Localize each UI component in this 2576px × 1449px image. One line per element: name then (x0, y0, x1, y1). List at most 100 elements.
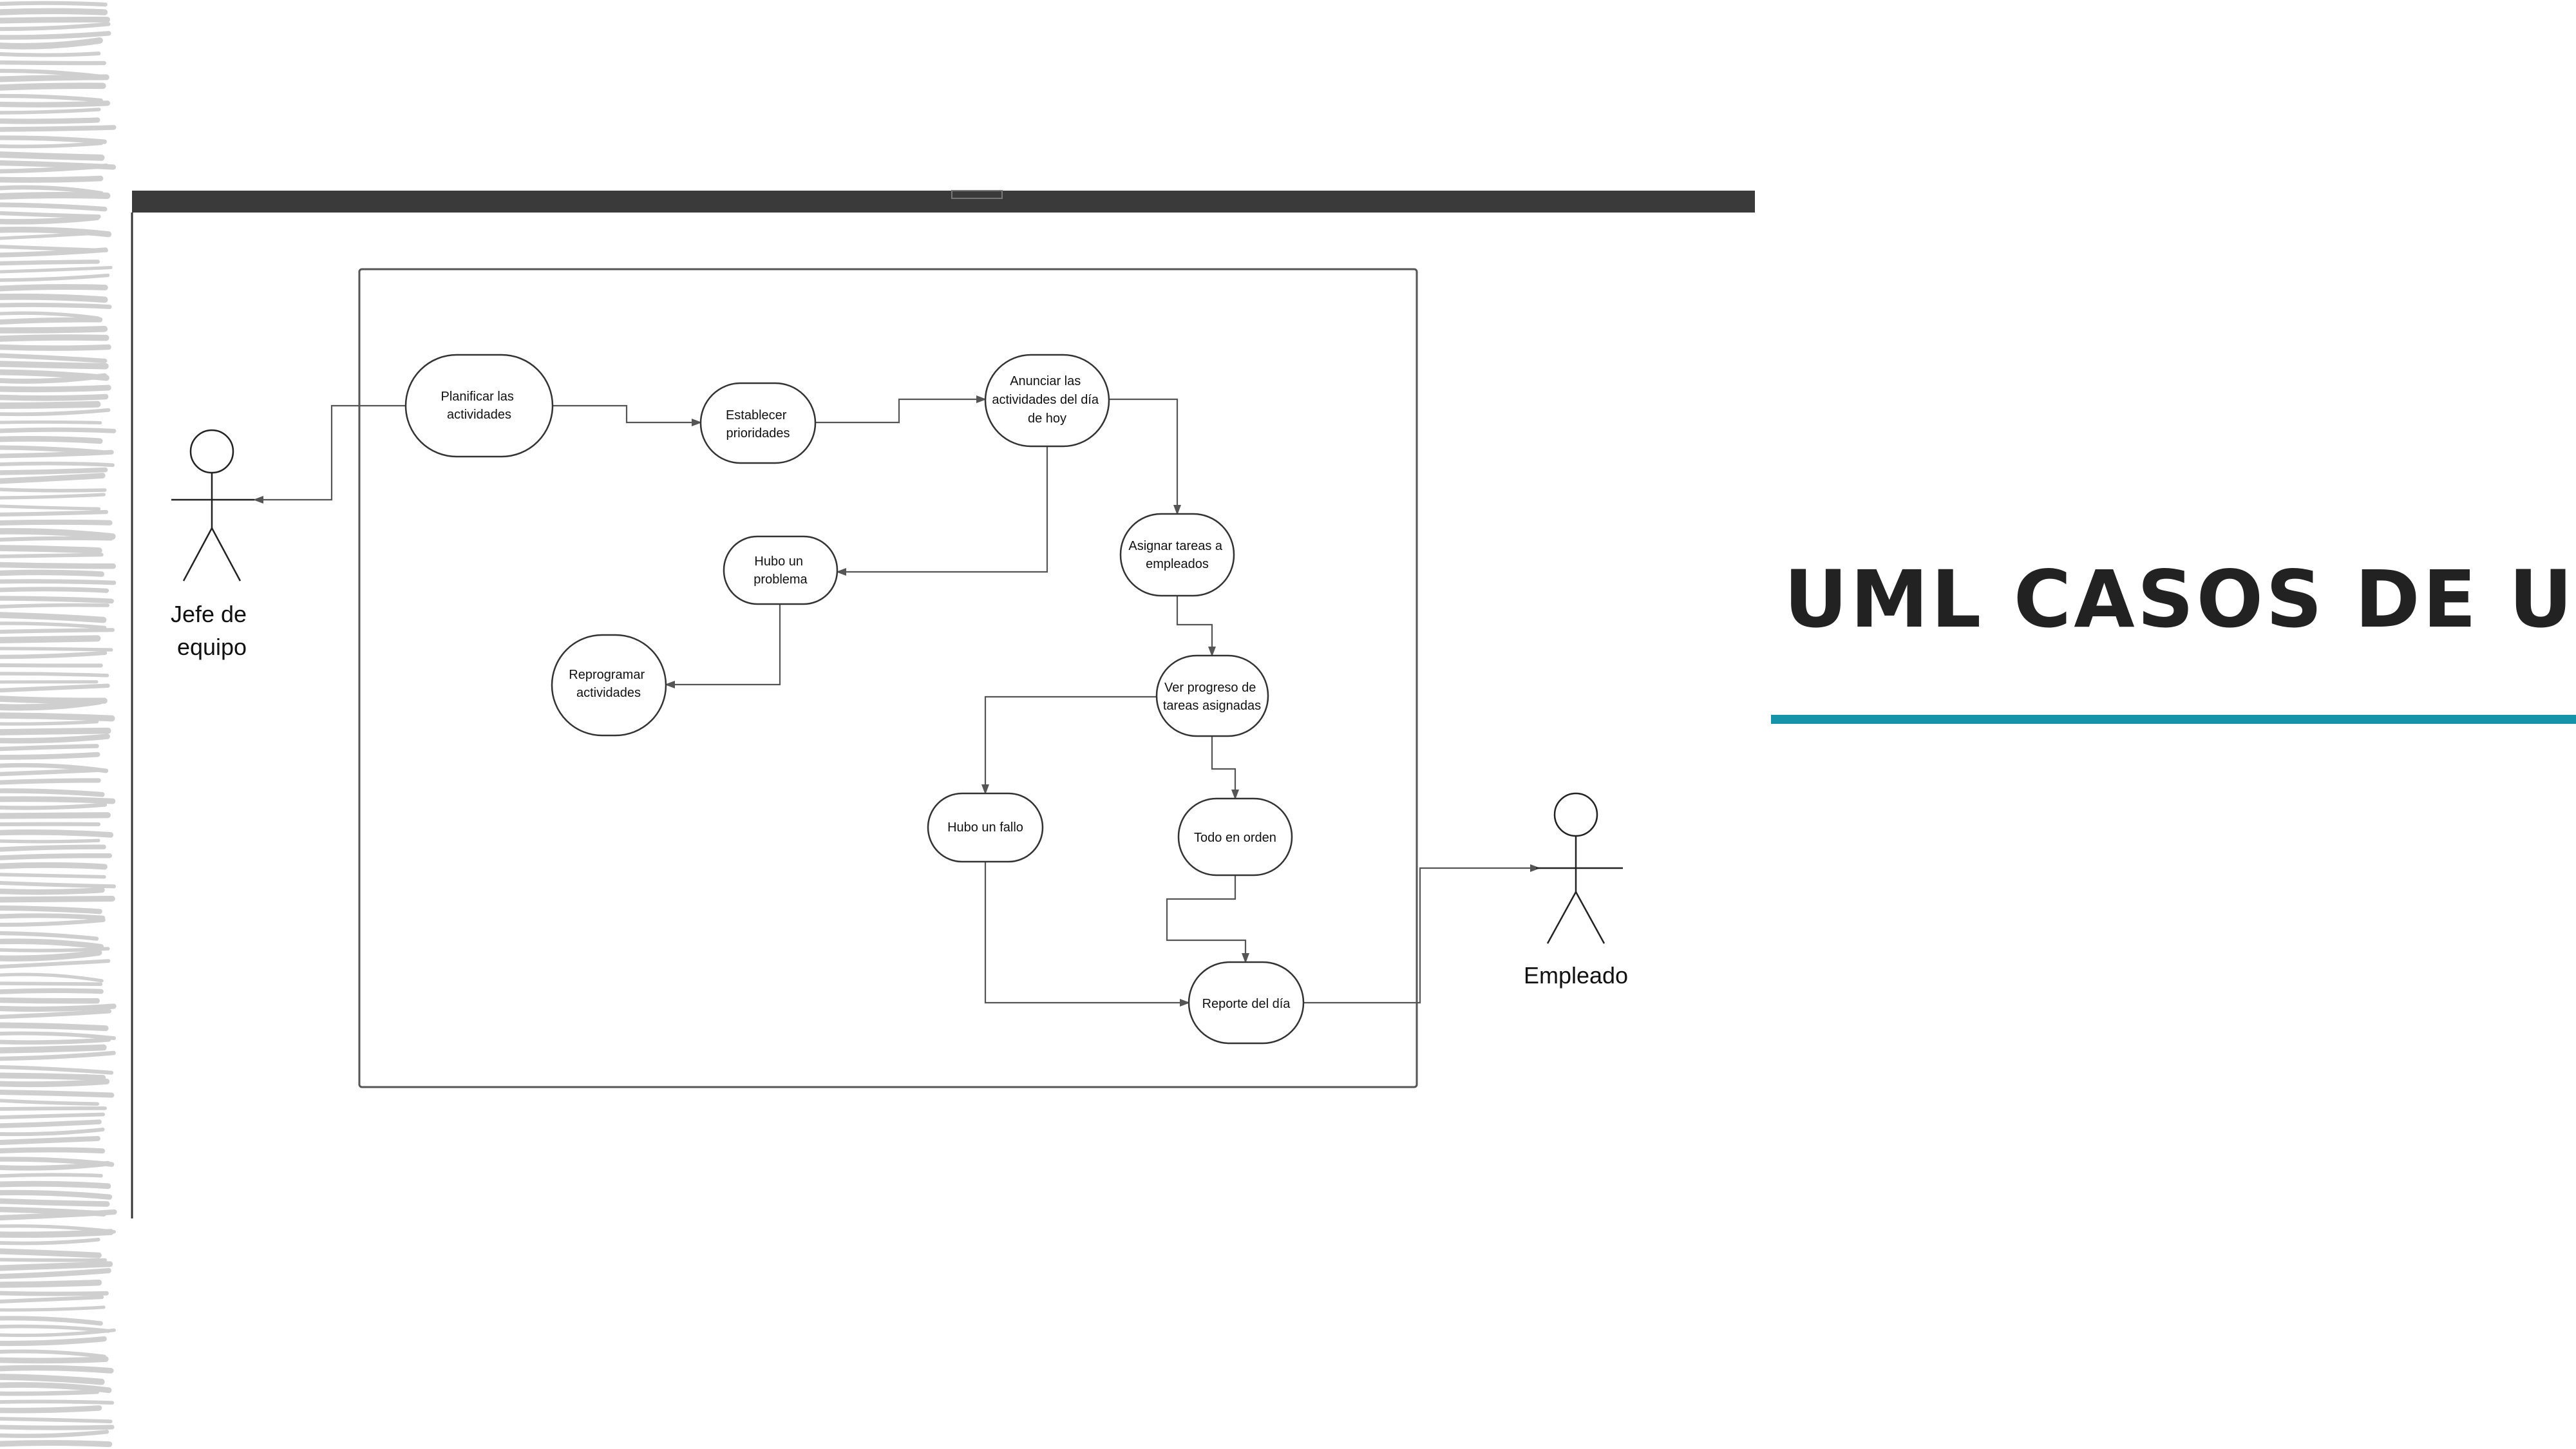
decorative-stripe (0, 22, 111, 32)
decorative-stripe (0, 82, 106, 91)
decorative-stripe (0, 768, 100, 777)
decorative-stripe (0, 788, 105, 797)
decorative-stripe (0, 151, 105, 161)
decorative-stripe (0, 202, 108, 212)
toolbar-handle (951, 190, 1003, 199)
decorative-stripe (0, 1119, 102, 1128)
decorative-stripe (0, 493, 106, 500)
decorative-stripe (0, 326, 108, 334)
decorative-stripe (0, 612, 107, 623)
decorative-stripe (0, 1009, 112, 1019)
decorative-stripe (0, 947, 110, 952)
decorative-stripe (0, 635, 101, 643)
connector-establecer-anunciar (815, 395, 987, 424)
slide-title: UML CASOS DE USO (1784, 554, 2576, 645)
use-case-planificar: Planificar las actividades (441, 390, 518, 422)
decorative-stripe (0, 838, 100, 844)
connector-planificar-jefe (253, 404, 406, 504)
decorative-stripe (0, 436, 103, 444)
decorative-stripe (0, 1003, 117, 1012)
decorative-stripe (0, 553, 104, 558)
decorative-stripe (0, 1430, 109, 1438)
decorative-stripe (0, 1268, 111, 1280)
decorative-stripe (0, 603, 109, 609)
decorative-stripe (0, 997, 100, 1004)
decorative-stripe (0, 949, 102, 961)
use-case-anunciar: Anunciar las actividades del día de hoy (992, 374, 1102, 426)
decorative-stripe (0, 647, 113, 652)
diagram-screenshot: Planificar las actividades Establecer pr… (131, 190, 1755, 1218)
decorative-stripe (0, 1078, 110, 1088)
decorative-stripe (0, 303, 112, 309)
decorative-stripe (0, 796, 116, 804)
decorative-stripe (0, 509, 109, 517)
use-case-anunciar-shape (984, 354, 1110, 448)
decorative-stripe (0, 880, 117, 889)
decorative-stripe (0, 812, 111, 819)
decorative-stripe (0, 698, 103, 711)
decorative-stripe (0, 401, 101, 409)
connector-reporte-empleado (1303, 864, 1540, 1004)
decorative-stripe (0, 727, 111, 735)
decorative-stripe (0, 569, 104, 577)
decorative-stripe (0, 175, 104, 183)
decorative-stripe (0, 1135, 100, 1145)
decorative-stripe (0, 344, 111, 351)
decorative-stripe (0, 1405, 102, 1414)
decorative-stripe (0, 672, 109, 677)
connector-verprogreso-fallo (981, 696, 1157, 795)
decorative-stripe (0, 408, 111, 417)
decorative-stripe (0, 1072, 106, 1081)
decorative-stripe (0, 752, 100, 760)
decorative-stripe (0, 621, 107, 630)
use-case-planificar-shape (404, 354, 554, 458)
decorative-stripe (0, 214, 100, 225)
decorative-stripe (0, 16, 110, 24)
decorative-stripe (0, 74, 109, 82)
connector-anunciar-problema (836, 446, 1048, 576)
decorative-stripe (0, 31, 111, 40)
decorative-stripe (0, 473, 106, 484)
decorative-stripe (0, 1389, 100, 1396)
decorative-stripe (0, 959, 111, 969)
window-toolbar (132, 191, 1755, 213)
decorative-stripe (0, 1305, 106, 1312)
decorative-stripe (0, 1291, 109, 1296)
decorative-stripe (0, 844, 106, 852)
decorative-stripe (0, 265, 113, 274)
decorative-stripe (0, 1147, 106, 1154)
decorative-stripe (0, 60, 106, 66)
connector-problema-reprogramar (665, 604, 781, 688)
decorative-stripe (0, 311, 100, 320)
decorative-stripe (0, 100, 111, 108)
decorative-stripe (0, 1037, 111, 1045)
decorative-stripe (0, 1316, 103, 1326)
decorative-stripe (0, 1324, 111, 1333)
decorative-stripe (0, 108, 101, 115)
decorative-stripe (0, 1, 108, 7)
decorative-stripe (0, 778, 101, 785)
decorative-stripe (0, 683, 110, 693)
use-case-reporte: Reporte del día (1202, 997, 1291, 1011)
decorative-stripe (0, 1279, 102, 1288)
decorative-stripe (0, 393, 109, 401)
decorative-stripe (0, 938, 104, 950)
decorative-stripe (0, 373, 108, 384)
decorative-stripe (0, 135, 107, 144)
decorative-stripe (0, 1044, 107, 1054)
use-case-asignar: Asignar tareas a empleados (1128, 539, 1226, 571)
decorative-stripe (0, 536, 113, 542)
decorative-stripe (0, 1065, 114, 1075)
connector-asignar-verprogreso (1176, 596, 1216, 657)
decorative-stripe (0, 1440, 113, 1448)
decorative-stripe (0, 93, 103, 103)
decorative-stripe (0, 461, 115, 468)
decorative-stripe (0, 125, 117, 132)
decorative-stripe (0, 1127, 105, 1137)
use-case-hubo-fallo: Hubo un fallo (947, 820, 1023, 835)
decorative-stripe (0, 247, 108, 258)
decorative-stripe (0, 117, 100, 124)
decorative-stripe (0, 981, 103, 986)
decorative-stripe (0, 1425, 115, 1430)
use-case-asignar-shape (1119, 513, 1235, 597)
